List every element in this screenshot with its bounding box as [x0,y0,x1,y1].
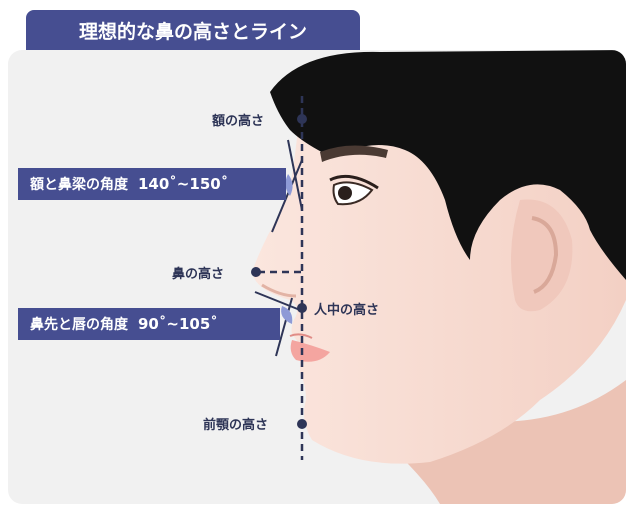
chin-height-label: 前顎の高さ [203,418,269,433]
philtrum-point [297,303,307,313]
nasolabial-angle-label: 鼻先と唇の角度 [30,317,128,333]
forehead-point [297,114,307,124]
nasolabial-angle-value: 90˚~105˚ [138,315,218,333]
chin-point [297,419,307,429]
philtrum-height-label: 人中の高さ [314,303,380,318]
forehead-height-label: 額の高さ [212,114,265,129]
title-tab: 理想的な鼻の高さとライン [26,10,360,50]
nasolabial-angle-marker [281,306,293,324]
page-title: 理想的な鼻の高さとライン [78,20,307,43]
nasofrontal-angle-value: 140˚~150˚ [138,175,229,193]
nasofrontal-angle-label: 額と鼻梁の角度 [30,177,128,193]
nasofrontal-angle-band: 額と鼻梁の角度 140˚~150˚ [18,168,286,200]
neck [360,380,626,504]
nasolabial-angle-band: 鼻先と唇の角度 90˚~105˚ [18,308,280,340]
hair [270,50,626,280]
nasofrontal-angle-marker [285,174,293,196]
lips [290,340,330,362]
nose-height-label: 鼻の高さ [172,267,225,282]
eyebrow [320,145,388,162]
ear [511,199,573,312]
nose-point [251,267,261,277]
